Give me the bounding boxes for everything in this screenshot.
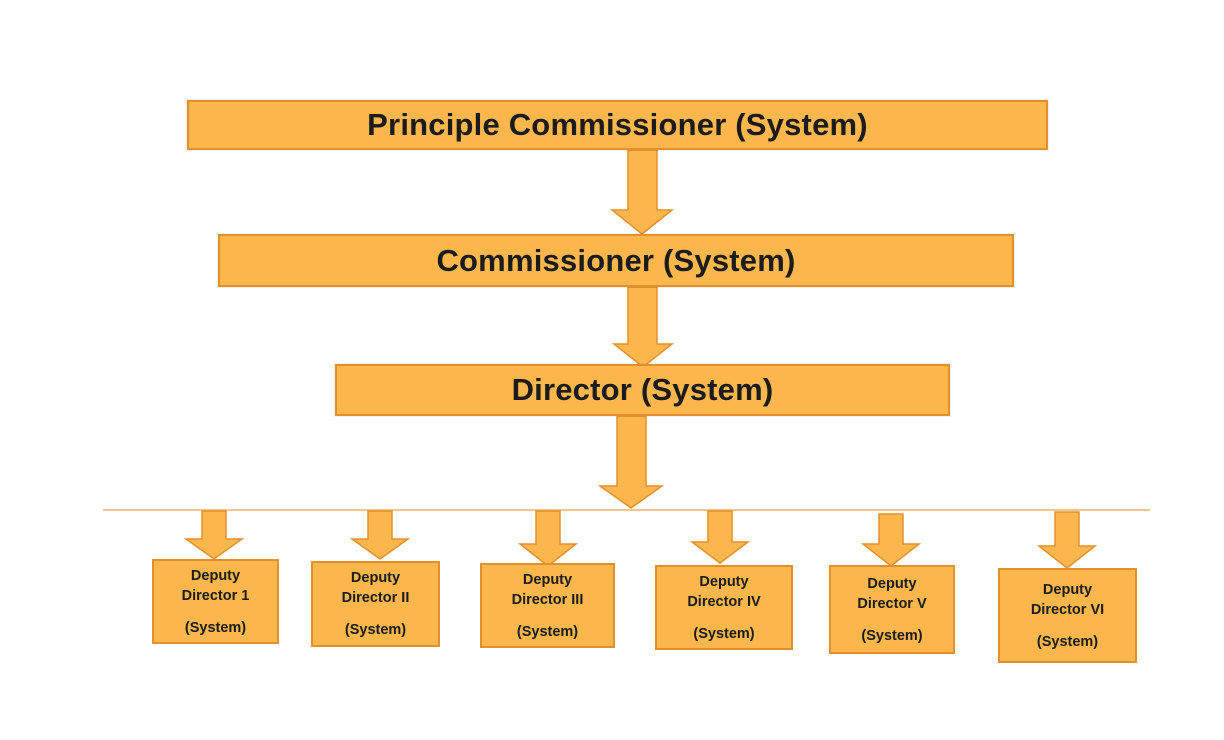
deputy-label: Deputy bbox=[1042, 581, 1093, 598]
deputy-label: Deputy bbox=[867, 575, 917, 592]
deputy-label: Deputy bbox=[699, 573, 749, 590]
director-number-label: Director IV bbox=[687, 593, 761, 610]
deputy-director-box: Deputy Director III (System) bbox=[480, 563, 615, 648]
director-number-label: Director VI bbox=[1030, 601, 1105, 618]
deputy-label: Deputy bbox=[350, 570, 401, 586]
down-arrow-icon bbox=[689, 510, 751, 564]
director-label: Director (System) bbox=[511, 372, 774, 407]
down-arrow-icon bbox=[349, 510, 411, 560]
down-arrow-icon bbox=[597, 415, 665, 509]
director-number-label: Director III bbox=[511, 591, 584, 608]
system-label: (System) bbox=[693, 625, 755, 642]
deputy-director-box: Deputy Director IV (System) bbox=[655, 565, 793, 650]
director-number-label: Director V bbox=[857, 595, 927, 612]
principle-commissioner-box: Principle Commissioner (System) bbox=[187, 100, 1048, 150]
director-number-label: Director II bbox=[341, 590, 410, 606]
director-number-label: Director 1 bbox=[181, 587, 250, 604]
system-label: (System) bbox=[344, 622, 407, 638]
deputy-director-box: Deputy Director 1 (System) bbox=[152, 559, 279, 644]
down-arrow-icon bbox=[609, 149, 675, 235]
down-arrow-icon bbox=[611, 286, 675, 368]
deputy-label: Deputy bbox=[522, 571, 573, 588]
deputy-director-box: Deputy Director V (System) bbox=[829, 565, 955, 654]
system-label: (System) bbox=[516, 623, 579, 640]
principle-commissioner-label: Principle Commissioner (System) bbox=[367, 107, 868, 142]
commissioner-box: Commissioner (System) bbox=[218, 234, 1014, 287]
system-label: (System) bbox=[1036, 633, 1099, 650]
deputy-director-box: Deputy Director II (System) bbox=[311, 561, 440, 647]
system-label: (System) bbox=[184, 619, 247, 636]
system-label: (System) bbox=[861, 627, 923, 644]
down-arrow-icon bbox=[517, 510, 579, 567]
down-arrow-icon bbox=[1036, 511, 1098, 569]
deputy-director-box: Deputy Director VI (System) bbox=[998, 568, 1137, 663]
down-arrow-icon bbox=[183, 510, 245, 560]
down-arrow-icon bbox=[860, 513, 922, 567]
deputy-label: Deputy bbox=[190, 567, 241, 584]
commissioner-label: Commissioner (System) bbox=[436, 242, 796, 278]
director-box: Director (System) bbox=[335, 364, 950, 416]
